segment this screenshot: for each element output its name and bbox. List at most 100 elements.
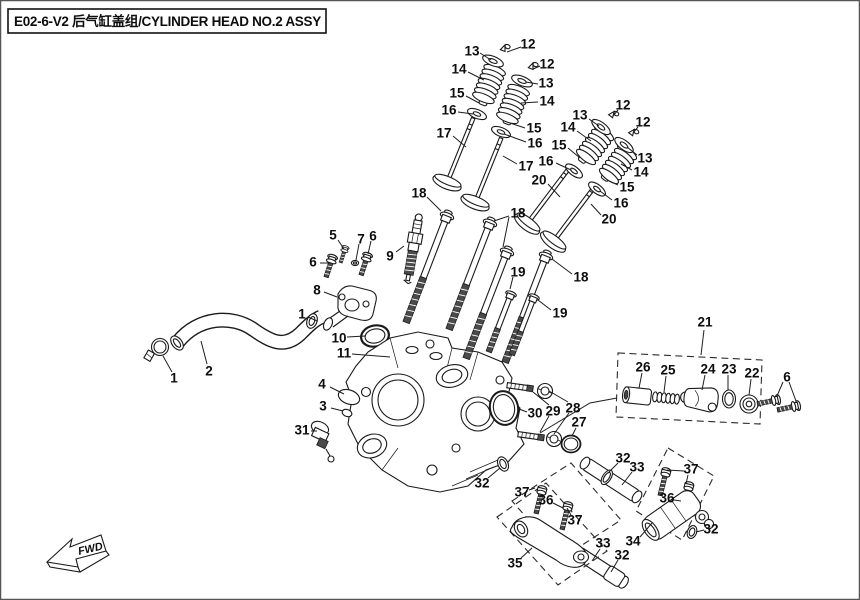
oring-30 [488,390,520,426]
leader-line-22 [748,378,752,396]
leader-line-28 [548,390,569,403]
fitting-4 [337,388,361,406]
part-label-9: 9 [386,249,394,264]
leader-line-16 [599,190,613,201]
part-label-26: 26 [635,360,651,375]
tensioner-body-24 [680,387,719,413]
part-label-19: 19 [510,265,525,280]
part-label-14: 14 [633,165,649,180]
part-label-25: 25 [660,363,676,378]
part-label-19: 19 [552,306,567,321]
leader-line-20 [590,203,602,216]
leader-line-19 [509,276,514,290]
leader-line-14 [620,163,633,171]
leader-line-1 [162,355,173,373]
leader-line-34 [639,522,653,538]
leader-line-36 [552,502,564,509]
tensioner-dashed-box [615,352,763,425]
part-label-30: 30 [527,406,542,421]
leader-line-30 [518,408,528,413]
leader-line-32 [487,467,501,479]
leader-line-15 [606,179,619,186]
oring-27 [560,434,582,454]
part-label-10: 10 [331,331,346,346]
head-fins [451,459,499,487]
leader-line-16 [457,111,474,115]
rocker35-dashed-box [496,482,608,586]
leader-line-9 [395,245,405,253]
valve-spring-14a [470,61,508,107]
tensioner-gasket-23 [721,389,737,409]
leader-line-17 [502,155,518,165]
part-label-13: 13 [637,151,653,166]
leader-line-29 [539,415,550,433]
part-label-22: 22 [744,366,759,381]
leader-line-18 [551,258,573,275]
leader-line-33 [591,548,601,562]
part-label-15: 15 [449,86,465,101]
valve-spring-14b [494,81,532,127]
part-label-37: 37 [683,462,698,477]
rocker-shaft-33a [579,456,643,504]
part-label-18: 18 [411,186,427,201]
part-label-12: 12 [615,98,630,113]
outlet-bolt-hole-a [338,293,346,301]
part-label-35: 35 [507,556,523,571]
leader-line-21 [700,329,705,356]
part-label-14: 14 [539,94,555,109]
part-label-18: 18 [510,206,526,221]
tensioner-assembly-21 [615,352,763,425]
part-label-32: 32 [615,451,630,466]
part-label-4: 4 [318,377,326,392]
part-label-32: 32 [703,522,718,537]
part-label-7: 7 [357,232,365,247]
leader-line-18 [502,216,510,248]
leader-line-35 [520,547,533,559]
leader-line-37 [528,487,536,491]
leader-line-10 [346,335,366,338]
leader-line-13 [588,118,600,127]
part-label-6: 6 [783,370,791,385]
tensioner-spring-25 [652,391,680,405]
outlet-neck [344,298,360,312]
leader-line-37 [566,507,572,516]
part-label-20: 20 [601,212,616,227]
adjuster-dashed-box [511,462,622,559]
part-label-11: 11 [337,346,352,361]
part-label-29: 29 [545,404,560,419]
leader-line-3 [330,407,344,412]
tensioner-cap-bolt-22 [739,394,759,414]
part-label-13: 13 [538,76,554,91]
outlet-bolt-hole-b [362,300,370,308]
oring-32a [496,456,510,472]
part-label-27: 27 [571,415,586,430]
tensioner-cap-26 [621,386,653,406]
part-label-12: 12 [520,37,535,52]
leader-line-16 [555,162,572,171]
part-label-14: 14 [560,120,576,135]
leader-line-8 [323,291,338,298]
part-label-33: 33 [595,536,611,551]
part-label-23: 23 [721,362,737,377]
outlet-bolt-6a [320,252,339,280]
part-label-8: 8 [313,283,321,298]
leader-line-27 [571,427,577,437]
part-label-16: 16 [538,154,554,169]
rocker-assembly-35 [496,462,622,586]
leader-line-17 [452,135,467,148]
title-box [7,8,327,34]
part-label-17: 17 [518,159,533,174]
temp-sensor-31 [310,420,335,463]
leader-line-1 [307,316,318,322]
leader-line-6 [367,240,372,255]
spark-plug-9 [403,213,424,285]
part-label-13: 13 [572,108,588,123]
leader-line-16 [503,133,527,143]
part-label-33: 33 [629,460,645,475]
part-label-2: 2 [205,364,213,379]
leader-line-15 [567,147,581,159]
part-label-17: 17 [436,126,451,141]
